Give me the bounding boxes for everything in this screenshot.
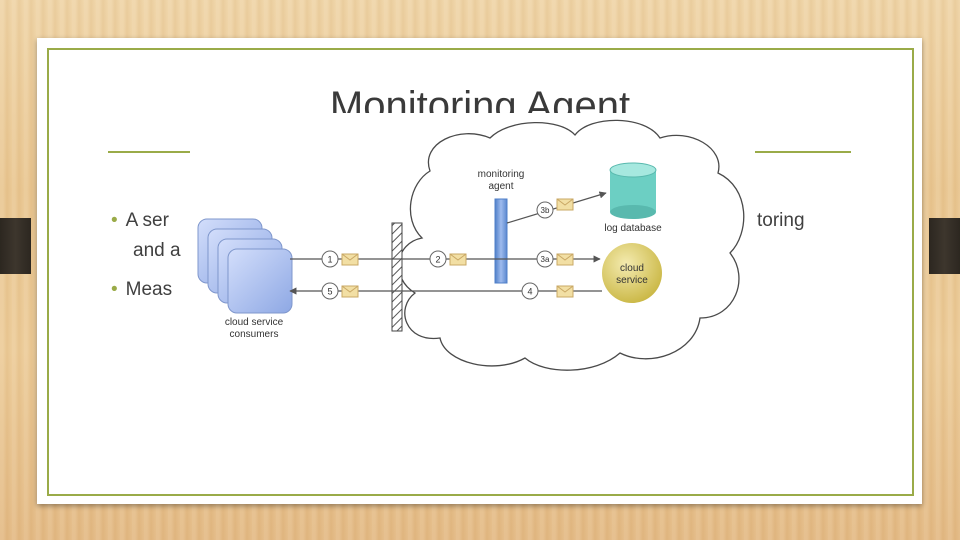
agent-label-line1: monitoring — [478, 169, 525, 180]
log-database-label: log database — [604, 223, 662, 234]
consumers-label-line1: cloud service — [225, 317, 284, 328]
bullet-1-text: A ser — [125, 210, 169, 231]
bullet-1: • A ser — [111, 210, 169, 232]
cloud-service-label-line1: cloud — [620, 263, 644, 274]
step-4: 4 — [521, 282, 574, 300]
agent-label-line2: agent — [488, 181, 513, 192]
bullet-1-text-right: toring — [757, 210, 805, 231]
step-1-label: 1 — [327, 255, 332, 265]
step-3b-label: 3b — [541, 206, 550, 215]
step-3a: 3a — [536, 250, 574, 268]
cloud-service-consumers — [197, 218, 293, 314]
bullet-2-text: Meas — [125, 279, 173, 300]
log-database — [609, 162, 657, 219]
bullet-1-text-cont: and a — [133, 240, 181, 261]
monitoring-agent-diagram: cloud service consumers monitoring agent… — [197, 119, 745, 371]
step-2-label: 2 — [435, 255, 440, 265]
binder-clip-left — [0, 218, 31, 274]
step-1: 1 — [321, 250, 359, 268]
bullet-1-cont: and a — [133, 240, 181, 262]
consumers-label-line2: consumers — [230, 329, 279, 340]
monitoring-agent — [494, 198, 508, 284]
bullet-dot-icon: • — [111, 279, 118, 300]
bullet-2: • Meas — [111, 279, 172, 301]
diagram-figure: cloud service consumers monitoring agent… — [190, 113, 753, 380]
title-rule-right — [755, 151, 851, 153]
title-rule-left — [108, 151, 198, 153]
bullet-1-right: toring — [757, 210, 805, 232]
cloud-service-label-line2: service — [616, 275, 648, 286]
step-3b: 3b — [536, 198, 574, 219]
bullet-dot-icon: • — [111, 210, 118, 231]
step-5-label: 5 — [327, 287, 332, 297]
step-4-label: 4 — [527, 287, 532, 297]
step-3a-label: 3a — [541, 255, 550, 264]
binder-clip-right — [929, 218, 960, 274]
slide-frame — [47, 48, 914, 496]
step-5: 5 — [321, 282, 359, 300]
cloud-service — [602, 243, 662, 303]
cloud-shape — [398, 119, 745, 371]
step-2: 2 — [429, 250, 467, 268]
gateway-bar — [391, 222, 403, 332]
